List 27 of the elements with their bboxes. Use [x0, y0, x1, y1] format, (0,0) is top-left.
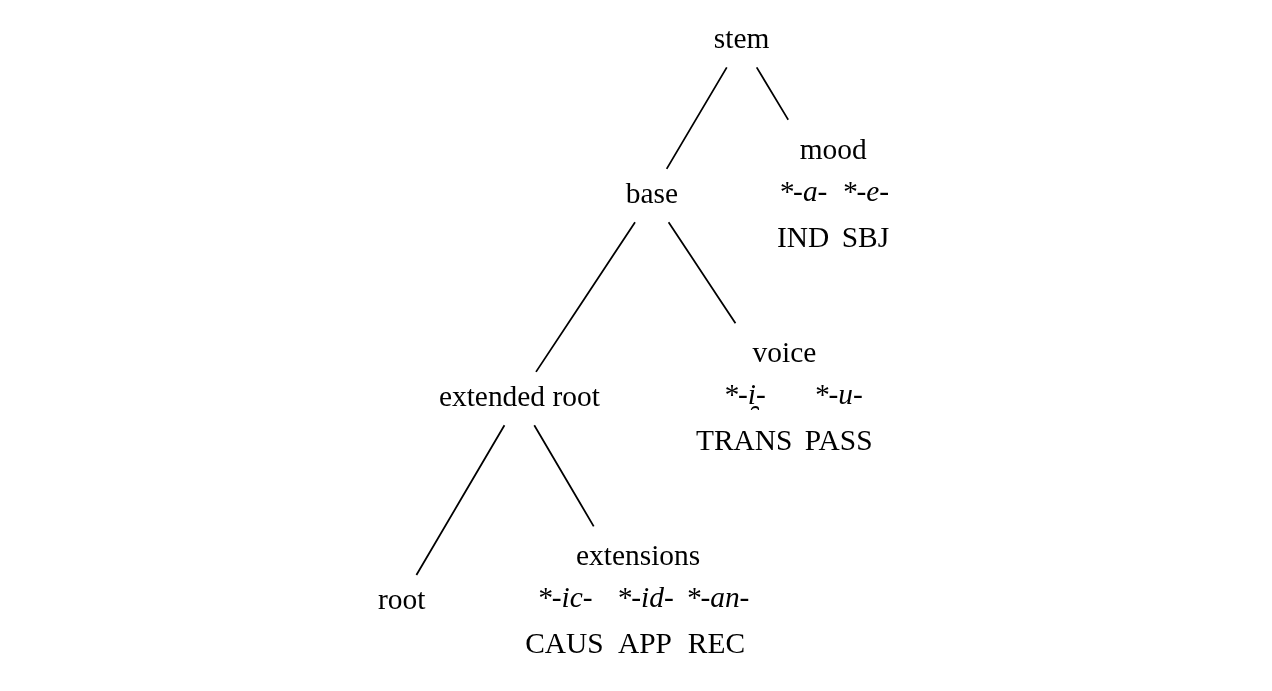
connector	[665, 66, 728, 170]
node-label: REC	[687, 627, 746, 660]
node-text: extended root	[438, 379, 600, 412]
connector	[667, 221, 737, 325]
node-label: IND	[776, 220, 830, 253]
node-text: stem	[713, 22, 770, 55]
node-label: *-id-	[616, 581, 674, 614]
node-label: *-u-	[813, 378, 863, 411]
node-label: SBJ	[841, 220, 890, 253]
node-text: base	[625, 176, 678, 209]
node-label: *-a-	[778, 175, 828, 208]
node-label: TRANS	[695, 423, 793, 456]
node-text: voice	[752, 335, 817, 368]
node-label: APP	[617, 627, 672, 660]
connector	[755, 66, 790, 121]
connector	[415, 424, 506, 576]
node-label: *-ic-	[537, 581, 593, 614]
node-label: *-i̯-	[723, 378, 766, 411]
node-text: root	[377, 582, 426, 615]
node-label: PASS	[804, 423, 873, 456]
node-label: *-e-	[841, 175, 890, 208]
connector	[533, 424, 595, 528]
node-label: *-an-	[685, 581, 750, 614]
node-text: extensions	[576, 538, 701, 571]
node-text: mood	[799, 132, 867, 165]
connector	[535, 221, 636, 373]
node-label: CAUS	[525, 627, 604, 660]
